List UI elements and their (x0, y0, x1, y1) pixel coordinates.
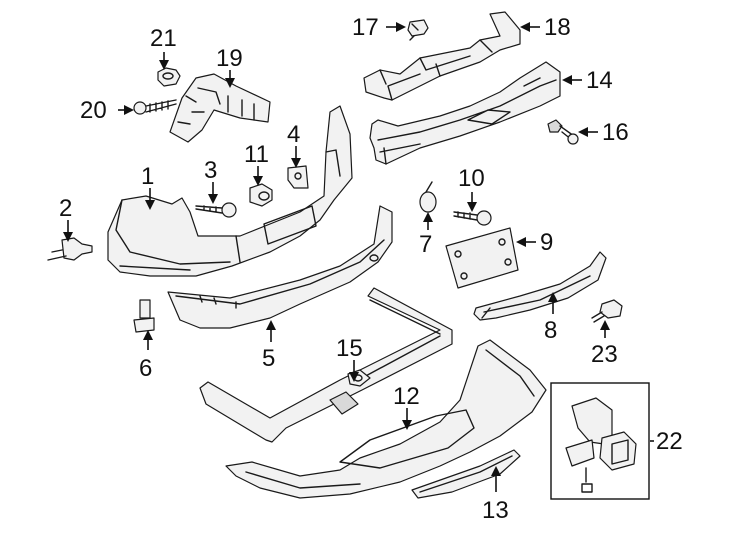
part-13-diffuser-trim (411, 449, 521, 499)
callout-9: 9 (540, 229, 553, 256)
callout-21: 21 (150, 25, 177, 52)
part-12-diffuser (225, 339, 547, 499)
callout-23: 23 (591, 341, 618, 368)
part-22-hitch-receiver-inset (550, 382, 650, 500)
part-16-bolt (547, 119, 579, 145)
part-8-reflector (473, 251, 607, 321)
callout-16: 16 (602, 119, 629, 146)
part-4-clip (287, 165, 309, 189)
part-3-screw (195, 202, 237, 218)
callout-13: 13 (482, 497, 509, 524)
callout-20: 20 (80, 97, 107, 124)
callout-8: 8 (544, 317, 557, 344)
part-1-bumper-cover (107, 105, 353, 277)
part-21-nut (157, 67, 181, 87)
callout-15: 15 (336, 335, 363, 362)
callout-5: 5 (262, 345, 275, 372)
part-7-clip (419, 181, 437, 213)
part-17-push-clip (407, 19, 429, 41)
callout-12: 12 (393, 383, 420, 410)
callout-1: 1 (141, 163, 154, 190)
callout-14: 14 (586, 67, 613, 94)
callout-6: 6 (139, 355, 152, 382)
callout-4: 4 (287, 121, 300, 148)
callout-18: 18 (544, 14, 571, 41)
part-18-absorber-bracket (363, 11, 521, 101)
part-20-screw (133, 99, 177, 115)
part-9-license-bracket (445, 227, 519, 289)
part-23-bolt (591, 299, 623, 323)
part-11-spacer (249, 183, 273, 207)
part-6-bolt (133, 299, 155, 333)
callout-17: 17 (352, 14, 379, 41)
callout-22: 22 (656, 428, 683, 455)
callout-19: 19 (216, 45, 243, 72)
callout-2: 2 (59, 195, 72, 222)
part-2-push-rivet (47, 237, 93, 261)
part-14-reinforcement-bar (369, 61, 561, 165)
part-5-lower-valance (167, 205, 393, 329)
callout-7: 7 (419, 231, 432, 258)
part-19-side-bracket (169, 73, 271, 143)
callout-10: 10 (458, 165, 485, 192)
callout-3: 3 (204, 157, 217, 184)
part-10-screw (453, 210, 492, 226)
callout-11: 11 (244, 141, 269, 168)
